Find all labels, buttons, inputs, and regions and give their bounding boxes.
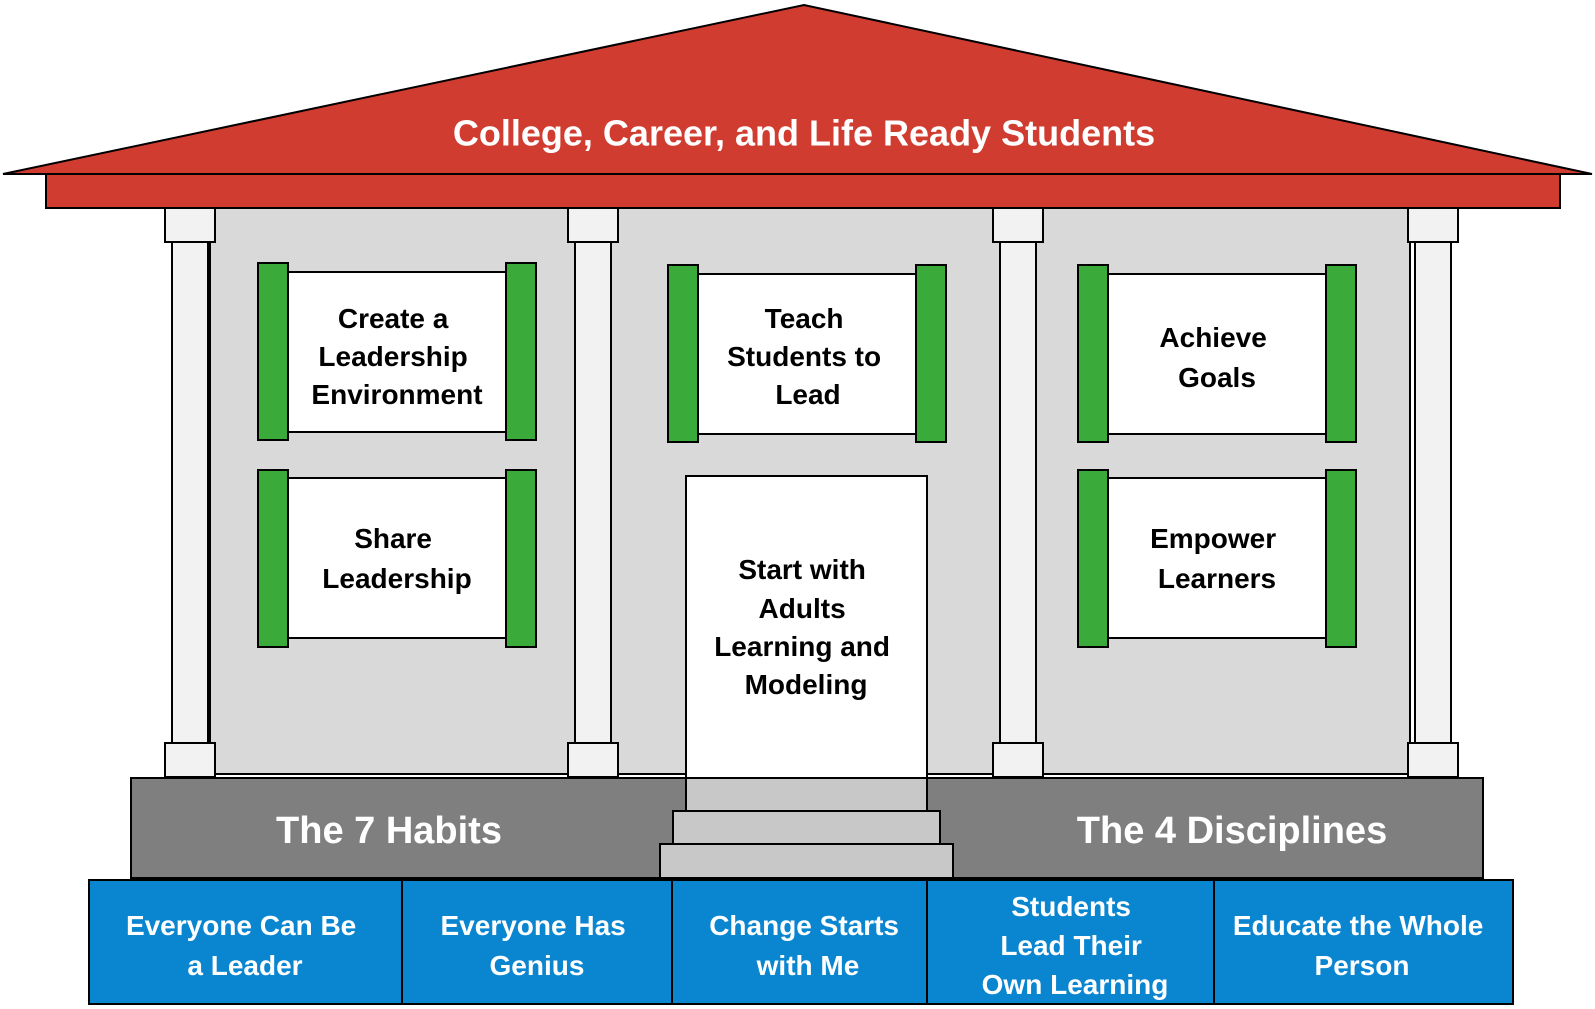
base-block-everyone-has-genius: Everyone Has Genius	[401, 879, 673, 1005]
column-2	[567, 207, 619, 778]
column-1	[164, 207, 216, 778]
door: Start with Adults Learning and Modeling	[685, 475, 928, 779]
base-block-change-starts-with-me: Change Starts with Me	[671, 879, 928, 1005]
front-steps	[659, 777, 954, 879]
window-share-leadership: Share Leadership	[257, 469, 537, 648]
foundation-label-right: The 4 Disciplines	[1077, 810, 1387, 852]
window-label: Share Leadership	[322, 523, 471, 594]
column-4	[1407, 207, 1459, 778]
foundation-label-left: The 7 Habits	[276, 810, 502, 852]
step	[672, 810, 941, 845]
base-block-label: Educate the Whole Person	[1233, 910, 1491, 981]
window-shutter-left	[257, 469, 289, 648]
window-shutter-right	[1325, 469, 1357, 648]
window-label: Teach Students to Lead	[727, 303, 889, 410]
base-block-label: Everyone Can Be a Leader	[126, 910, 364, 981]
base-block-label: Everyone Has Genius	[441, 910, 634, 981]
window-create-leadership-environment: Create a Leadership Environment	[257, 262, 537, 441]
window-label: Create a Leadership Environment	[311, 303, 482, 410]
window-empower-learners: Empower Learners	[1077, 469, 1357, 648]
window-shutter-left	[667, 264, 699, 443]
window-label: Achieve Goals	[1159, 322, 1274, 393]
window-shutter-right	[505, 262, 537, 441]
door-label: Start with Adults Learning and Modeling	[714, 554, 898, 700]
window-shutter-right	[915, 264, 947, 443]
base-block-students-lead-their-own-learning: Students Lead Their Own Learning	[926, 879, 1215, 1005]
window-shutter-left	[1077, 264, 1109, 443]
window-label: Empower Learners	[1150, 523, 1284, 594]
column-3	[992, 207, 1044, 778]
window-shutter-left	[257, 262, 289, 441]
window-teach-students-to-lead: Teach Students to Lead	[667, 264, 947, 443]
step	[685, 777, 928, 812]
base-block-educate-the-whole-person: Educate the Whole Person	[1213, 879, 1514, 1005]
base-block-label: Students Lead Their Own Learning	[982, 891, 1169, 1000]
step	[659, 843, 954, 879]
roof-eave	[45, 173, 1561, 209]
roof-title: College, Career, and Life Ready Students	[453, 113, 1155, 154]
base-block-everyone-can-be-a-leader: Everyone Can Be a Leader	[88, 879, 403, 1005]
window-achieve-goals: Achieve Goals	[1077, 264, 1357, 443]
base-block-label: Change Starts with Me	[709, 910, 907, 981]
window-shutter-right	[505, 469, 537, 648]
window-shutter-right	[1325, 264, 1357, 443]
window-shutter-left	[1077, 469, 1109, 648]
